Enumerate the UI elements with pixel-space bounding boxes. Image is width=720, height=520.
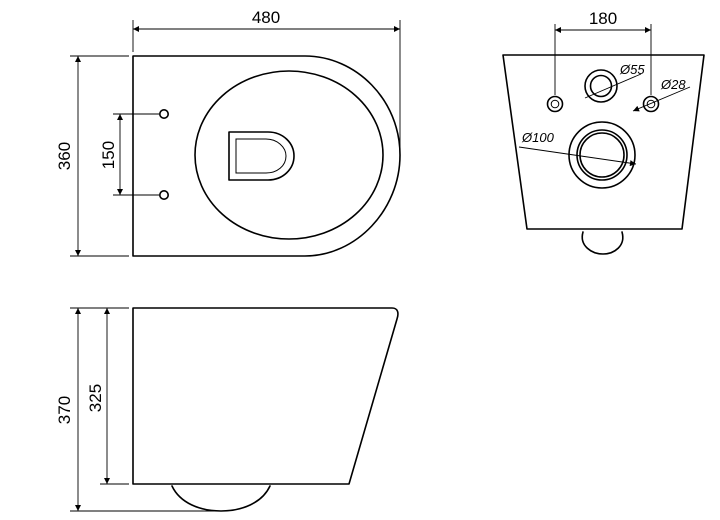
inlet-inner: [589, 74, 613, 98]
top-view: 480 360 150: [55, 8, 401, 257]
inlet-outer: [584, 69, 618, 103]
rear-bolt-hole-left-outer: [546, 95, 564, 113]
top-bolt-hole-upper: [159, 109, 170, 120]
rear-view: Ø55 Ø28 Ø100 180: [502, 9, 705, 255]
rear-bolt-spacing-label: 180: [589, 9, 617, 28]
outlet-inner: [579, 132, 625, 178]
width-dimension-label: 480: [252, 8, 280, 27]
bowl-rim: [194, 70, 384, 240]
side-view-outline: [132, 307, 399, 485]
total-height-label: 370: [55, 396, 74, 424]
rear-bolt-hole-right-outer: [642, 95, 660, 113]
top-bolt-hole-lower: [159, 190, 170, 201]
outlet-outer: [568, 121, 636, 189]
top-view-outline: [132, 55, 401, 257]
outlet-ring: [576, 129, 628, 181]
side-view: 370 325: [55, 307, 399, 512]
bowl-height-label: 325: [86, 384, 105, 412]
inlet-diameter-label: Ø55: [619, 62, 645, 77]
outlet-diameter-label: Ø100: [521, 130, 555, 145]
rear-bolt-hole-left-inner: [550, 99, 560, 109]
bolt-hole-diameter-label: Ø28: [660, 77, 686, 92]
flush-opening: [228, 131, 295, 181]
rear-view-outline: [502, 54, 705, 230]
rear-bolt-hole-right-inner: [646, 99, 656, 109]
rear-outlet-bulge: [581, 231, 624, 255]
top-bolt-spacing-label: 150: [99, 141, 118, 169]
side-outlet-bulge: [171, 485, 271, 512]
depth-dimension-label: 360: [55, 142, 74, 170]
flush-opening-inner: [235, 138, 287, 174]
